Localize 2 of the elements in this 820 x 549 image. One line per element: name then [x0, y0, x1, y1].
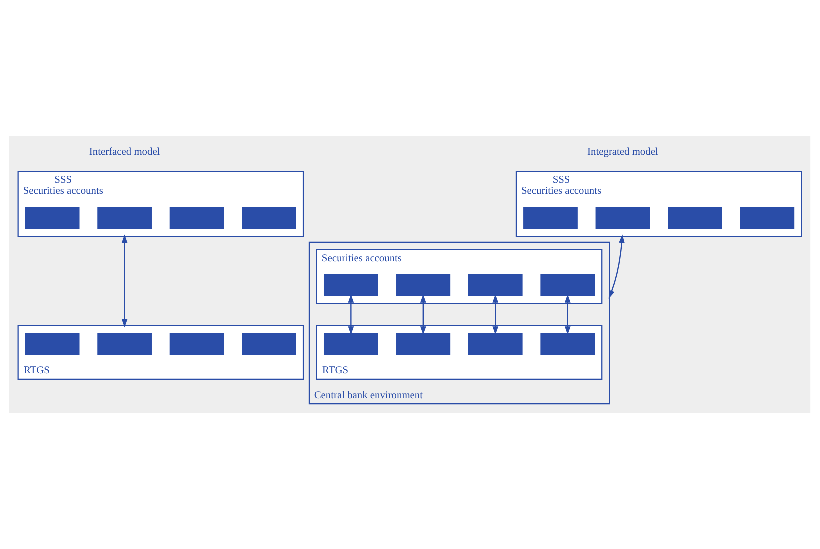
label: Interfaced model	[89, 147, 160, 158]
label: Integrated model	[588, 147, 658, 158]
